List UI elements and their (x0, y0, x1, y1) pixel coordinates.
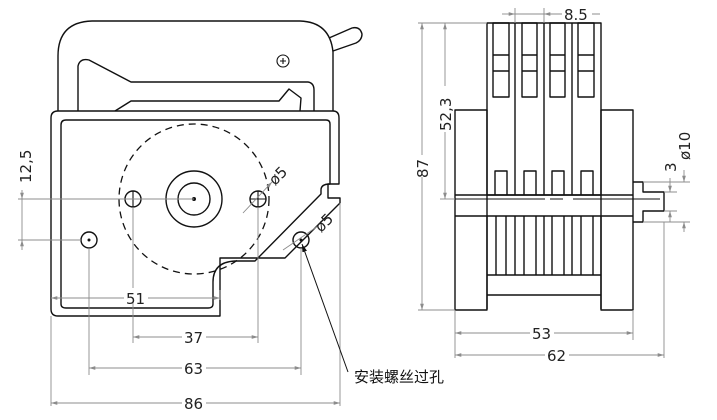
dim-total-width: 62 (547, 347, 566, 365)
pump-lid-outline (57, 20, 334, 111)
lever-handle (328, 26, 363, 52)
note-leader (301, 243, 349, 373)
dim-vertical-offset: 12,5 (17, 150, 35, 183)
channel-windows (492, 22, 595, 98)
dim-width-overall: 86 (184, 395, 203, 413)
dim-hole-spacing-outer: 63 (184, 360, 203, 378)
right-flange (600, 109, 634, 311)
dim-channel-pitch: 8.5 (564, 6, 588, 24)
dim-hole-dia-lower: ø5 (311, 210, 337, 236)
dim-body-width: 53 (532, 325, 551, 343)
dim-height-overall: 87 (414, 159, 432, 178)
lid-inner-arm (77, 58, 315, 111)
front-view (18, 20, 363, 406)
screw-hole-note: 安装螺丝过孔 (354, 368, 444, 386)
dim-base-width: 51 (126, 290, 145, 308)
dim-shaft-dia: ø10 (676, 132, 694, 160)
left-flange (454, 109, 488, 311)
lid-screw (276, 54, 290, 68)
pump-body-inner (60, 119, 331, 309)
dim-height-to-shaft: 52,3 (437, 98, 455, 131)
dim-shaft-flat: 3 (662, 162, 680, 172)
dim-hole-spacing-inner: 37 (184, 329, 203, 347)
lid-inner-latch (114, 88, 302, 112)
side-view (418, 8, 690, 358)
rotor-path-dashed (118, 123, 270, 275)
shaft (455, 194, 633, 217)
pump-body-outline (50, 110, 341, 317)
shaft-extension (633, 181, 665, 223)
